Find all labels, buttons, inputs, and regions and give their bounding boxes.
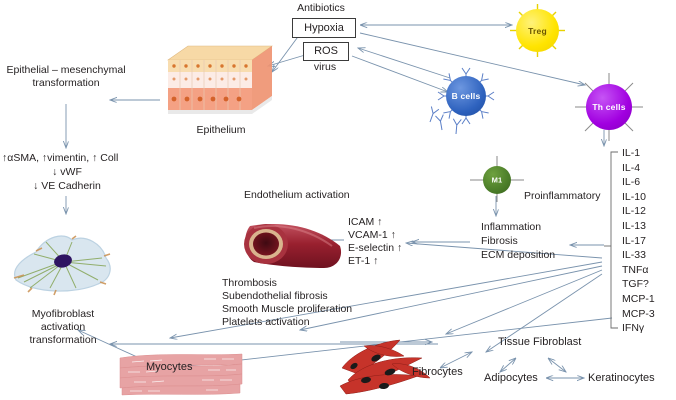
endothelium-outcome-0: Thrombosis — [222, 277, 277, 289]
adipocytes-label: Adipocytes — [484, 372, 538, 384]
myofibroblast-illustration — [13, 235, 111, 296]
cytokine-item: IL-4 — [622, 161, 641, 174]
fibrocytes-label: Fibrocytes — [412, 366, 463, 378]
ros-box[interactable]: ROS — [303, 42, 349, 61]
emt-marker-2: ↓ VE Cadherin — [33, 180, 101, 192]
keratinocytes-label: Keratinocytes — [588, 372, 655, 384]
cytokine-item: IL-13 — [622, 219, 646, 232]
cytokine-item: IL-17 — [622, 234, 646, 247]
ros-label: ROS — [314, 45, 338, 57]
endothelium-marker-0: ICAM ↑ — [348, 216, 383, 228]
cytokine-item: IL-12 — [622, 205, 646, 218]
cytokine-item: IL-6 — [622, 176, 641, 189]
m1-macrophage: M1 — [483, 166, 511, 194]
blood-vessel-illustration — [244, 224, 342, 268]
cytokine-item: IFNγ — [622, 322, 645, 335]
fibrocytes-illustration — [339, 339, 431, 395]
cytokine-list: IL-1 IL-4 IL-6 IL-10 IL-12 IL-13 IL-17 I… — [622, 146, 655, 336]
cytokine-item: MCP-1 — [622, 292, 655, 305]
cytokine-item: TGF? — [622, 278, 649, 291]
cytokine-item: IL-33 — [622, 249, 646, 262]
emt-heading-line1: Epithelial – mesenchymal — [6, 64, 126, 76]
myofibroblast-line2: activation — [40, 321, 86, 333]
hypoxia-box[interactable]: Hypoxia — [292, 18, 356, 38]
b-cells-label: B cells — [451, 91, 481, 101]
cytokine-item: IL-1 — [622, 147, 641, 159]
proinflammatory-label: Proinflammatory — [524, 190, 601, 202]
myocytes-label: Myocytes — [146, 361, 193, 373]
endothelium-marker-3: ET-1 ↑ — [348, 255, 379, 267]
treg-cell: Treg — [516, 9, 559, 52]
tissue-fibroblast-label: Tissue Fibroblast — [498, 336, 582, 348]
emt-marker-1: ↓ vWF — [52, 166, 82, 178]
myofibroblast-line1: Myofibroblast — [31, 308, 95, 320]
endothelium-outcome-3: Platelets activation — [222, 316, 310, 328]
m1-label: M1 — [491, 175, 503, 185]
th-cells-label: Th cells — [592, 102, 626, 112]
effect-fibrosis: Fibrosis — [481, 235, 518, 247]
b-cell: B cells — [446, 76, 486, 116]
endothelium-outcome-2: Smooth Muscle proliferation — [222, 303, 353, 315]
endothelium-marker-2: E-selectin ↑ — [348, 242, 403, 254]
endothelium-outcome-1: Subendothelial fibrosis — [222, 290, 328, 302]
emt-marker-0: ↑αSMA, ↑vimentin, ↑ Coll — [2, 152, 119, 164]
epithelium-label: Epithelium — [196, 124, 246, 136]
antibiotics-label: Antibiotics — [297, 2, 345, 14]
myofibroblast-line3: transformation — [29, 334, 97, 346]
endothelium-heading: Endothelium activation — [244, 189, 350, 201]
emt-heading-line2: transformation — [32, 77, 100, 89]
cytokine-item: TNFα — [622, 263, 649, 276]
treg-label: Treg — [528, 25, 547, 36]
effect-inflammation: Inflammation — [481, 221, 542, 233]
effect-ecm-deposition: ECM deposition — [481, 249, 556, 261]
myocytes-illustration — [119, 353, 243, 396]
hypoxia-label: Hypoxia — [304, 22, 344, 34]
th-cell: Th cells — [586, 84, 632, 130]
epithelium-illustration — [167, 45, 273, 114]
virus-label: virus — [313, 61, 337, 73]
cytokine-item: MCP-3 — [622, 307, 655, 320]
endothelium-marker-1: VCAM-1 ↑ — [348, 229, 396, 241]
cytokine-item: IL-10 — [622, 190, 646, 203]
